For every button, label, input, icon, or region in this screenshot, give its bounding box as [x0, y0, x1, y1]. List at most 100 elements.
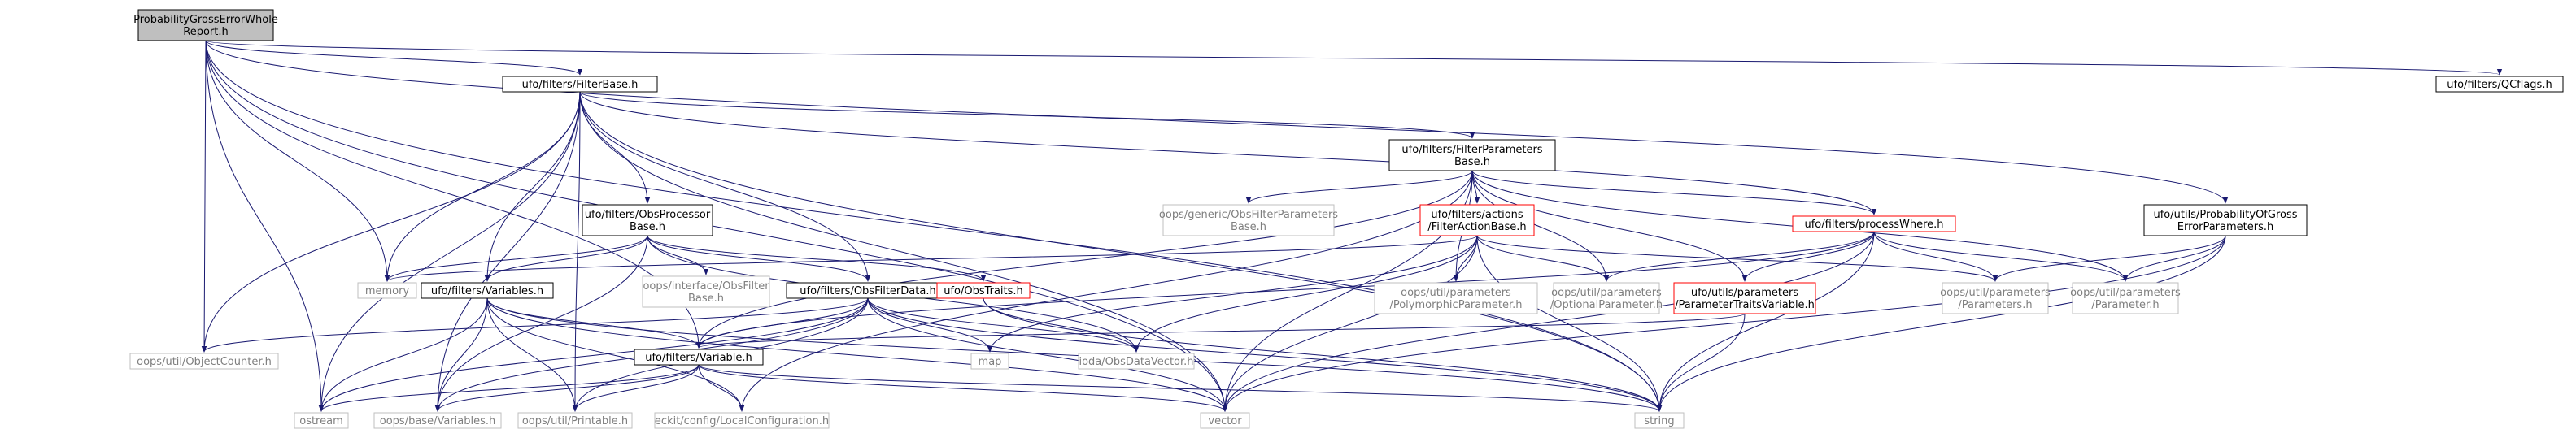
node-label: oops/util/ObjectCounter.h [137, 356, 272, 368]
node-filteraction[interactable]: ufo/filters/actions/FilterActionBase.h [1419, 204, 1535, 236]
node-label: ufo/filters/Variables.h [431, 285, 543, 297]
node-parameters: oops/util/parameters/Parameters.h [1940, 282, 2051, 314]
edge-filterbase-to-printable [572, 91, 581, 412]
edge-obsproc-to-obsfilterdata [647, 235, 871, 282]
node-box [373, 412, 502, 429]
edge-variable-to-vector [698, 364, 1228, 412]
edge-root-to-filterbase [205, 40, 583, 76]
node-label: ProbabilityGrossErrorWhole [133, 14, 278, 26]
node-label: Base.h [1454, 156, 1490, 168]
edge-filteraction-to-string [1476, 235, 1663, 412]
node-parameter: oops/util/parameters/Parameter.h [2070, 282, 2181, 314]
node-label: Base.h [1231, 221, 1266, 233]
node-box [1553, 282, 1660, 314]
node-box [1078, 353, 1195, 370]
node-probparams[interactable]: ufo/utils/ProbabilityOfGrossErrorParamet… [2143, 204, 2308, 236]
edge-processwhere-to-vector [1222, 231, 1875, 412]
edge-probparams-to-parameters [1992, 235, 2226, 282]
edge-filterparams-to-paramtraits [1471, 170, 1748, 282]
edge-filteraction-to-obsdatavector [1133, 235, 1478, 353]
node-localconfig: eckit/config/LocalConfiguration.h [654, 412, 830, 429]
node-box [642, 275, 770, 308]
node-label: ioda/ObsDataVector.h [1079, 356, 1193, 368]
node-objcounter: oops/util/ObjectCounter.h [129, 353, 279, 370]
edge-obsfilterdata-to-objcounter [201, 297, 869, 353]
node-map: map [970, 353, 1009, 370]
edge-variable-to-oopsvariables [434, 364, 700, 412]
node-obsfilterdata[interactable]: ufo/filters/ObsFilterData.h [786, 282, 950, 299]
edge-variables-to-localconfig [486, 297, 745, 412]
node-box [634, 349, 764, 366]
node-label: /FilterActionBase.h [1427, 221, 1526, 233]
node-label: ufo/filters/FilterParameters [1401, 144, 1542, 156]
node-label: ufo/ObsTraits.h [944, 285, 1023, 297]
node-ostream: ostream [294, 412, 349, 429]
node-box [1162, 204, 1335, 236]
edge-root-to-memory [205, 40, 390, 282]
node-box [357, 282, 417, 299]
edge-obsproc-to-obstraits [647, 235, 987, 282]
edge-probparams-to-string [1656, 235, 2226, 412]
node-label: Report.h [183, 26, 228, 38]
node-label: ufo/utils/parameters [1691, 287, 1798, 299]
node-box [1942, 282, 2049, 314]
node-label: map [979, 356, 1002, 368]
edge-root-to-vector [205, 40, 1228, 412]
node-label: ufo/filters/FilterBase.h [522, 79, 639, 91]
node-filterbase[interactable]: ufo/filters/FilterBase.h [502, 76, 658, 93]
node-box [294, 412, 349, 429]
edge-variable-to-localconfig [698, 364, 745, 412]
node-label: oops/util/parameters [1940, 287, 2051, 299]
node-box [1388, 139, 1556, 171]
node-printable: oops/util/Printable.h [517, 412, 633, 429]
node-label: Base.h [630, 221, 665, 233]
edge-variables-to-string [486, 297, 1663, 412]
node-variables[interactable]: ufo/filters/Variables.h [421, 282, 554, 299]
node-memory: memory [357, 282, 417, 299]
node-label: ufo/filters/ObsFilterData.h [800, 285, 935, 297]
node-box [1419, 204, 1535, 236]
node-label: oops/interface/ObsFilter [643, 280, 769, 292]
node-box [582, 204, 713, 236]
edge-paramtraits-to-string [1656, 313, 1746, 412]
node-box [517, 412, 633, 429]
node-box [2143, 204, 2308, 236]
node-label: ufo/filters/processWhere.h [1804, 219, 1943, 231]
edge-variable-to-ostream [318, 364, 700, 412]
node-box [970, 353, 1009, 370]
edge-obsfilterdata-to-obsdatavector [867, 297, 1140, 353]
node-processwhere[interactable]: ufo/filters/processWhere.h [1792, 215, 1956, 232]
node-paramtraits[interactable]: ufo/utils/parameters/ParameterTraitsVari… [1673, 282, 1816, 314]
edge-filterbase-to-oopsvariables [434, 91, 581, 412]
node-label: oops/util/parameters [2070, 287, 2181, 299]
node-label: ufo/filters/Variable.h [645, 352, 752, 364]
edge-filterparams-to-obsfilterparams [1245, 170, 1473, 204]
edge-processwhere-to-paramtraits [1741, 231, 1875, 282]
edge-filteraction-to-memory [385, 235, 1478, 282]
node-label: /PolymorphicParameter.h [1389, 299, 1522, 311]
edge-filteraction-to-parameters [1476, 235, 1998, 282]
edge-filterparams-to-optparam [1471, 170, 1610, 282]
node-label: oops/util/parameters [1401, 287, 1511, 299]
node-box [1673, 282, 1816, 314]
edge-processwhere-to-parameter [1873, 231, 2129, 282]
node-label: ufo/utils/ProbabilityOfGross [2153, 209, 2297, 221]
edge-obsproc-to-oopsvariables [434, 235, 648, 412]
node-label: oops/util/Printable.h [522, 415, 628, 427]
edge-filterbase-to-variables [484, 91, 581, 282]
node-label: oops/base/Variables.h [380, 415, 495, 427]
edge-obsproc-to-memory [384, 235, 648, 282]
node-obsdatavector: ioda/ObsDataVector.h [1078, 353, 1195, 370]
node-qcflags[interactable]: ufo/filters/QCflags.h [2435, 76, 2564, 93]
edge-root-to-objcounter [201, 40, 207, 353]
edge-probparams-to-parameter [2122, 235, 2226, 282]
node-obstraits[interactable]: ufo/ObsTraits.h [936, 282, 1031, 299]
node-variable[interactable]: ufo/filters/Variable.h [634, 349, 764, 366]
node-label: /OptionalParameter.h [1550, 299, 1663, 311]
edge-variables-to-vector [486, 297, 1228, 412]
